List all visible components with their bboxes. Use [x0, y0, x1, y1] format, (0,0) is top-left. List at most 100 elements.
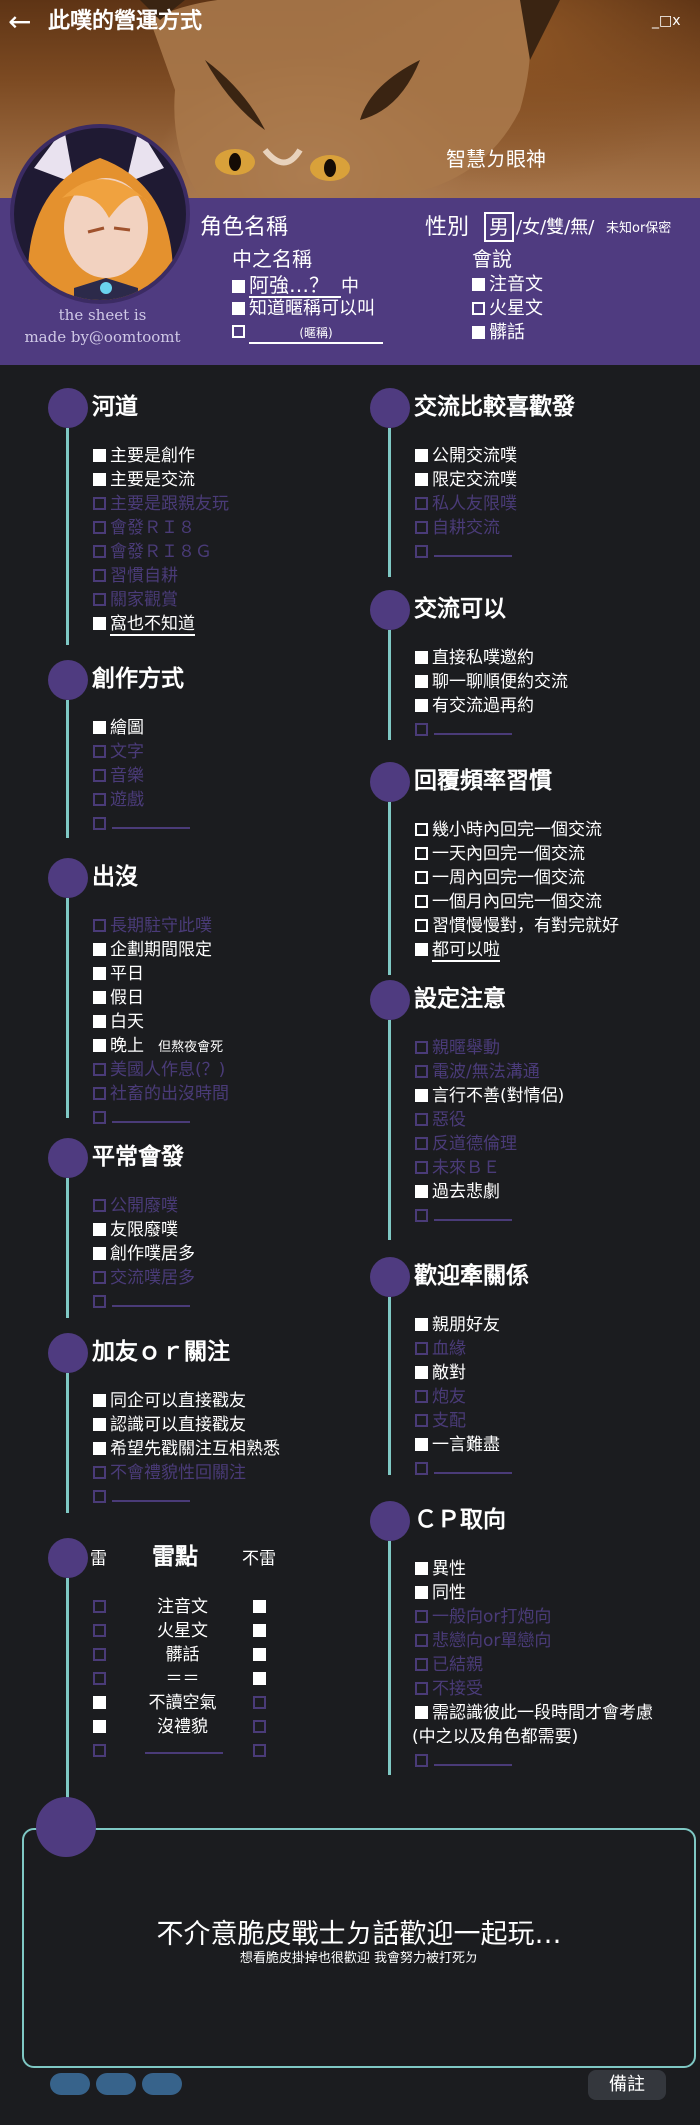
speak-option-2[interactable]: 火星文 — [472, 298, 543, 320]
nick-option-2[interactable]: 知道暱稱可以叫 — [232, 298, 375, 320]
can-option-1[interactable]: 直接私噗邀約 — [415, 647, 534, 669]
checkbox-empty-icon[interactable] — [93, 1466, 106, 1479]
landmine-right-checkbox-7[interactable] — [253, 1744, 266, 1757]
nick-option-3[interactable]: (暱稱) — [232, 322, 383, 344]
checkbox-empty-icon[interactable] — [93, 769, 106, 782]
landmine-blank-line[interactable] — [145, 1752, 223, 1754]
heyun-option-4[interactable]: 會發ＲＩ８ — [93, 517, 195, 539]
usual-option-3[interactable]: 創作噗居多 — [93, 1243, 195, 1265]
checkbox-checked-icon[interactable] — [415, 1438, 428, 1451]
appear-option-5[interactable]: 白天 — [93, 1011, 144, 1033]
reply-option-6[interactable]: 都可以啦 — [415, 939, 500, 962]
checkbox-empty-icon[interactable] — [93, 1111, 106, 1124]
checkbox-empty-icon[interactable] — [415, 1390, 428, 1403]
reply-option-1[interactable]: 幾小時內回完一個交流 — [415, 819, 602, 841]
checkbox-checked-icon[interactable] — [232, 302, 245, 315]
heyun-option-2[interactable]: 主要是交流 — [93, 469, 195, 491]
prefer-option-1[interactable]: 公開交流噗 — [415, 445, 517, 467]
setting-blank-line[interactable] — [434, 1209, 512, 1221]
checkbox-checked-icon[interactable] — [415, 1562, 428, 1575]
setting-option-2[interactable]: 電波/無法溝通 — [415, 1061, 540, 1083]
relation-option-1[interactable]: 親朋好友 — [415, 1314, 500, 1336]
page-indicator-3[interactable] — [142, 2073, 182, 2095]
checkbox-checked-icon[interactable] — [415, 1318, 428, 1331]
checkbox-empty-icon[interactable] — [93, 545, 106, 558]
cp-option-2[interactable]: 同性 — [415, 1582, 466, 1604]
checkbox-empty-icon[interactable] — [93, 1295, 106, 1308]
checkbox-empty-icon[interactable] — [415, 919, 428, 932]
checkbox-empty-icon[interactable] — [415, 1658, 428, 1671]
friend-option-4[interactable]: 不會禮貌性回關注 — [93, 1462, 246, 1484]
friend-option-5[interactable] — [93, 1486, 190, 1508]
nick-option-1[interactable]: 阿強…？中 — [232, 274, 359, 298]
prefer-option-5[interactable] — [415, 541, 512, 563]
appear-option-6[interactable]: 晚上 但熬夜會死 — [93, 1035, 223, 1059]
speak-option-3[interactable]: 髒話 — [472, 322, 525, 344]
checkbox-empty-icon[interactable] — [415, 895, 428, 908]
checkbox-empty-icon[interactable] — [415, 1113, 428, 1126]
checkbox-checked-icon[interactable] — [93, 721, 106, 734]
usual-option-2[interactable]: 友限廢噗 — [93, 1219, 178, 1241]
cp-option-4[interactable]: 悲戀向or單戀向 — [415, 1630, 551, 1652]
checkbox-checked-icon[interactable] — [415, 1366, 428, 1379]
friend-blank-line[interactable] — [112, 1490, 190, 1502]
checkbox-checked-icon[interactable] — [93, 991, 106, 1004]
cp-option-3[interactable]: 一般向or打炮向 — [415, 1606, 551, 1628]
gender-selected[interactable]: 男 — [484, 212, 514, 242]
checkbox-empty-icon[interactable] — [415, 1634, 428, 1647]
heyun-option-7[interactable]: 關家觀賞 — [93, 589, 178, 611]
checkbox-checked-icon[interactable] — [415, 1089, 428, 1102]
reply-option-3[interactable]: 一周內回完一個交流 — [415, 867, 585, 889]
usual-option-1[interactable]: 公開廢噗 — [93, 1195, 178, 1217]
landmine-left-checkbox-2[interactable] — [93, 1624, 106, 1637]
cp-blank-line[interactable] — [434, 1754, 512, 1766]
checkbox-empty-icon[interactable] — [93, 793, 106, 806]
appear-option-9[interactable] — [93, 1107, 190, 1129]
checkbox-checked-icon[interactable] — [415, 1706, 428, 1719]
checkbox-empty-icon[interactable] — [415, 497, 428, 510]
page-indicator-1[interactable] — [50, 2073, 90, 2095]
relation-option-7[interactable] — [415, 1458, 512, 1480]
checkbox-checked-icon[interactable] — [472, 278, 485, 291]
relation-blank-line[interactable] — [434, 1462, 512, 1474]
can-option-3[interactable]: 有交流過再約 — [415, 695, 534, 717]
landmine-left-checkbox-1[interactable] — [93, 1600, 106, 1613]
heyun-option-8[interactable]: 窩也不知道 — [93, 613, 195, 636]
heyun-option-6[interactable]: 習慣自耕 — [93, 565, 178, 587]
setting-option-8[interactable] — [415, 1205, 512, 1227]
checkbox-checked-icon[interactable] — [93, 943, 106, 956]
checkbox-checked-icon[interactable] — [415, 449, 428, 462]
checkbox-empty-icon[interactable] — [93, 1199, 106, 1212]
checkbox-checked-icon[interactable] — [232, 280, 245, 293]
usual-option-4[interactable]: 交流噗居多 — [93, 1267, 195, 1289]
checkbox-empty-icon[interactable] — [415, 871, 428, 884]
relation-option-6[interactable]: 一言難盡 — [415, 1434, 500, 1456]
create-option-1[interactable]: 繪圖 — [93, 717, 144, 739]
checkbox-checked-icon[interactable] — [93, 473, 106, 486]
checkbox-empty-icon[interactable] — [415, 1754, 428, 1767]
checkbox-checked-icon[interactable] — [415, 1185, 428, 1198]
checkbox-checked-icon[interactable] — [93, 1223, 106, 1236]
checkbox-empty-icon[interactable] — [415, 521, 428, 534]
checkbox-empty-icon[interactable] — [93, 817, 106, 830]
checkbox-empty-icon[interactable] — [93, 1271, 106, 1284]
relation-option-2[interactable]: 血緣 — [415, 1338, 466, 1360]
can-option-2[interactable]: 聊一聊順便約交流 — [415, 671, 568, 693]
checkbox-empty-icon[interactable] — [93, 497, 106, 510]
checkbox-empty-icon[interactable] — [415, 1462, 428, 1475]
relation-option-4[interactable]: 炮友 — [415, 1386, 466, 1408]
checkbox-checked-icon[interactable] — [472, 326, 485, 339]
create-option-2[interactable]: 文字 — [93, 741, 144, 763]
cp-option-7[interactable]: 需認識彼此一段時間才會考慮 — [415, 1702, 653, 1724]
checkbox-empty-icon[interactable] — [415, 1610, 428, 1623]
checkbox-checked-icon[interactable] — [93, 1247, 106, 1260]
create-option-4[interactable]: 遊戲 — [93, 789, 144, 811]
checkbox-checked-icon[interactable] — [93, 1442, 106, 1455]
checkbox-empty-icon[interactable] — [415, 545, 428, 558]
checkbox-empty-icon[interactable] — [93, 1063, 106, 1076]
checkbox-empty-icon[interactable] — [415, 1414, 428, 1427]
checkbox-checked-icon[interactable] — [93, 1394, 106, 1407]
landmine-right-checkbox-5[interactable] — [253, 1696, 266, 1709]
reply-option-4[interactable]: 一個月內回完一個交流 — [415, 891, 602, 913]
checkbox-checked-icon[interactable] — [93, 1418, 106, 1431]
